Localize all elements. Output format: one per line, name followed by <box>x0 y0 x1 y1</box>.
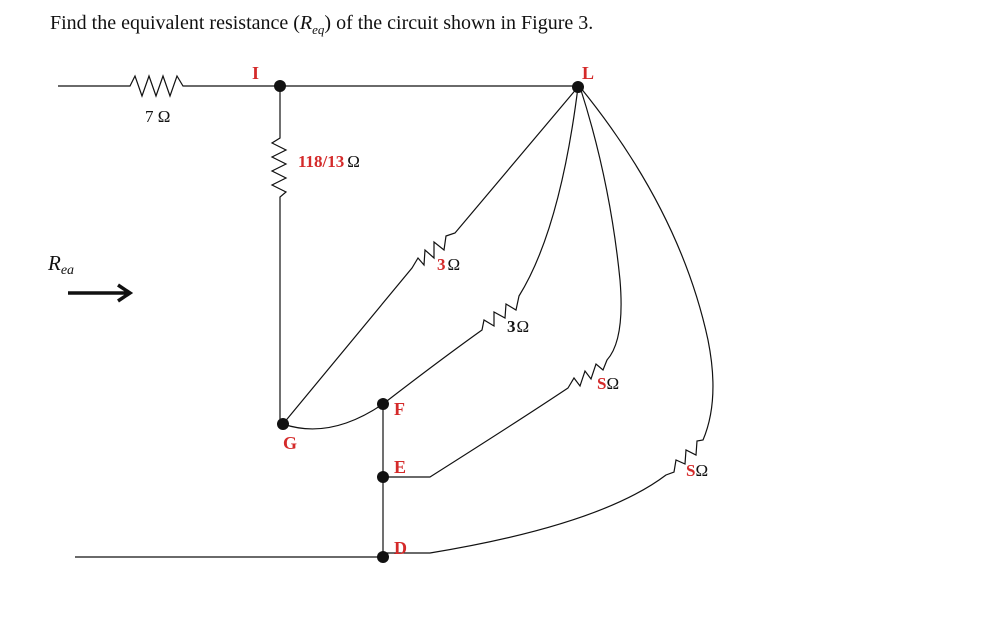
node-E <box>377 471 389 483</box>
resistor-GL <box>282 86 579 425</box>
resistor-FL <box>382 86 579 405</box>
resistor-DL <box>383 86 714 554</box>
label-r-EL: SΩ <box>597 374 619 393</box>
wire-input-top <box>58 74 578 98</box>
label-input-resistance: Rea <box>47 251 74 278</box>
label-node-D: D <box>394 538 407 558</box>
resistor-IG <box>270 86 288 424</box>
label-r-FL: 3Ω <box>507 317 529 336</box>
node-F <box>377 398 389 410</box>
resistor-EL <box>383 86 622 478</box>
label-node-F: F <box>394 399 405 419</box>
arrow-icon <box>68 283 134 303</box>
label-r-series: 7 Ω <box>145 107 170 126</box>
label-node-L: L <box>582 63 594 83</box>
label-r-DL: SΩ <box>686 461 708 480</box>
node-I <box>274 80 286 92</box>
question-text: Find the equivalent resistance (Req) of … <box>50 12 594 37</box>
node-L <box>572 81 584 93</box>
label-node-I: I <box>252 63 259 83</box>
node-D <box>377 551 389 563</box>
label-node-E: E <box>394 457 406 477</box>
label-node-G: G <box>283 433 297 453</box>
node-G <box>277 418 289 430</box>
wire-GF <box>282 403 384 430</box>
